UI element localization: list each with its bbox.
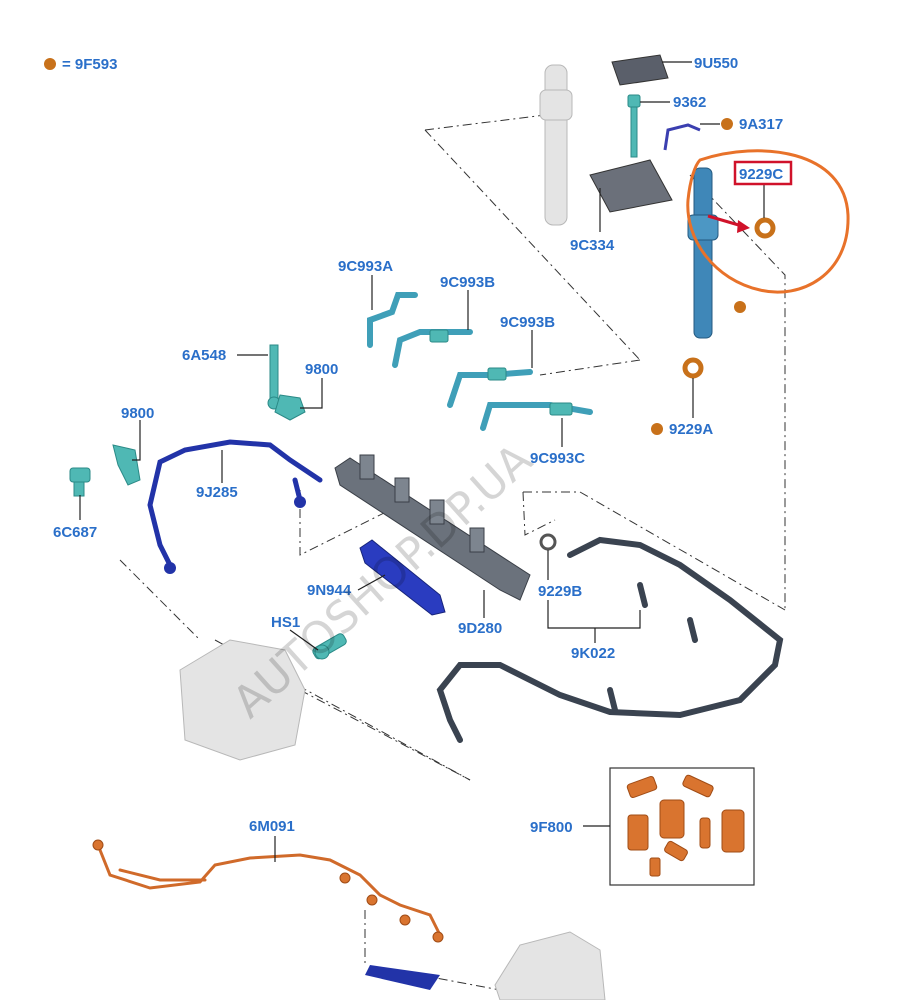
highlight-circle bbox=[686, 149, 850, 294]
fuel-line-9K022 bbox=[436, 533, 784, 743]
wiring-harness-6M091 bbox=[92, 839, 444, 943]
seal-9229A bbox=[682, 357, 704, 379]
legend: = 9F593 bbox=[44, 56, 117, 73]
label-9N944: 9N944 bbox=[307, 582, 352, 599]
legend-dot bbox=[44, 58, 56, 70]
leader-lines bbox=[79, 61, 765, 862]
highlight-box bbox=[733, 160, 793, 186]
label-6C687: 6C687 bbox=[53, 524, 97, 541]
label-9C993B-lower: 9C993B bbox=[500, 314, 555, 331]
label-9362: 9362 bbox=[673, 94, 706, 111]
heat-shield bbox=[589, 159, 673, 213]
label-6A548: 6A548 bbox=[182, 347, 226, 364]
fuel-rail bbox=[334, 454, 531, 601]
sensor-HS1 bbox=[312, 633, 347, 660]
legend-label: = 9F593 bbox=[62, 56, 117, 73]
pipe-end bbox=[294, 496, 306, 508]
label-9K022: 9K022 bbox=[571, 645, 615, 662]
injection-pipes bbox=[367, 292, 593, 431]
clamp-plate bbox=[611, 54, 669, 86]
label-9229B: 9229B bbox=[538, 583, 582, 600]
label-6M091: 6M091 bbox=[249, 818, 295, 835]
label-9F800: 9F800 bbox=[530, 819, 573, 836]
legend-dot-marker bbox=[734, 301, 746, 313]
label-HS1: HS1 bbox=[271, 614, 300, 631]
seal-9229C bbox=[754, 217, 776, 239]
label-9229A: 9229A bbox=[669, 421, 713, 438]
bolt-9362 bbox=[627, 94, 641, 158]
legend-dot-marker bbox=[721, 118, 733, 130]
label-9A317: 9A317 bbox=[739, 116, 783, 133]
red-arrow bbox=[707, 214, 750, 233]
label-9229C: 9229C bbox=[739, 166, 783, 183]
pump-9800-right bbox=[274, 394, 306, 421]
injector-grey bbox=[539, 64, 573, 226]
label-9C993C: 9C993C bbox=[530, 450, 585, 467]
label-9J285: 9J285 bbox=[196, 484, 238, 501]
label-9800-right: 9800 bbox=[305, 361, 338, 378]
label-9U550: 9U550 bbox=[694, 55, 738, 72]
label-9800-left: 9800 bbox=[121, 405, 154, 422]
sensor-6C687 bbox=[69, 467, 91, 497]
pipe-end bbox=[164, 562, 176, 574]
bracket-9N944 bbox=[359, 539, 446, 616]
label-9C334: 9C334 bbox=[570, 237, 615, 254]
label-9C993A: 9C993A bbox=[338, 258, 393, 275]
label-9D280: 9D280 bbox=[458, 620, 502, 637]
pump-9800-left bbox=[112, 444, 141, 486]
label-9C993B-upper: 9C993B bbox=[440, 274, 495, 291]
harness-bracket bbox=[365, 965, 440, 990]
return-pipe bbox=[663, 123, 701, 151]
legend-dot-marker bbox=[651, 423, 663, 435]
parts-kit-box bbox=[609, 767, 755, 886]
assembly-lines bbox=[119, 114, 786, 991]
callout-labels: 9U550 9362 9A317 9229C 9C334 9C993A 9C99… bbox=[53, 55, 793, 836]
engine-block bbox=[179, 639, 606, 1000]
